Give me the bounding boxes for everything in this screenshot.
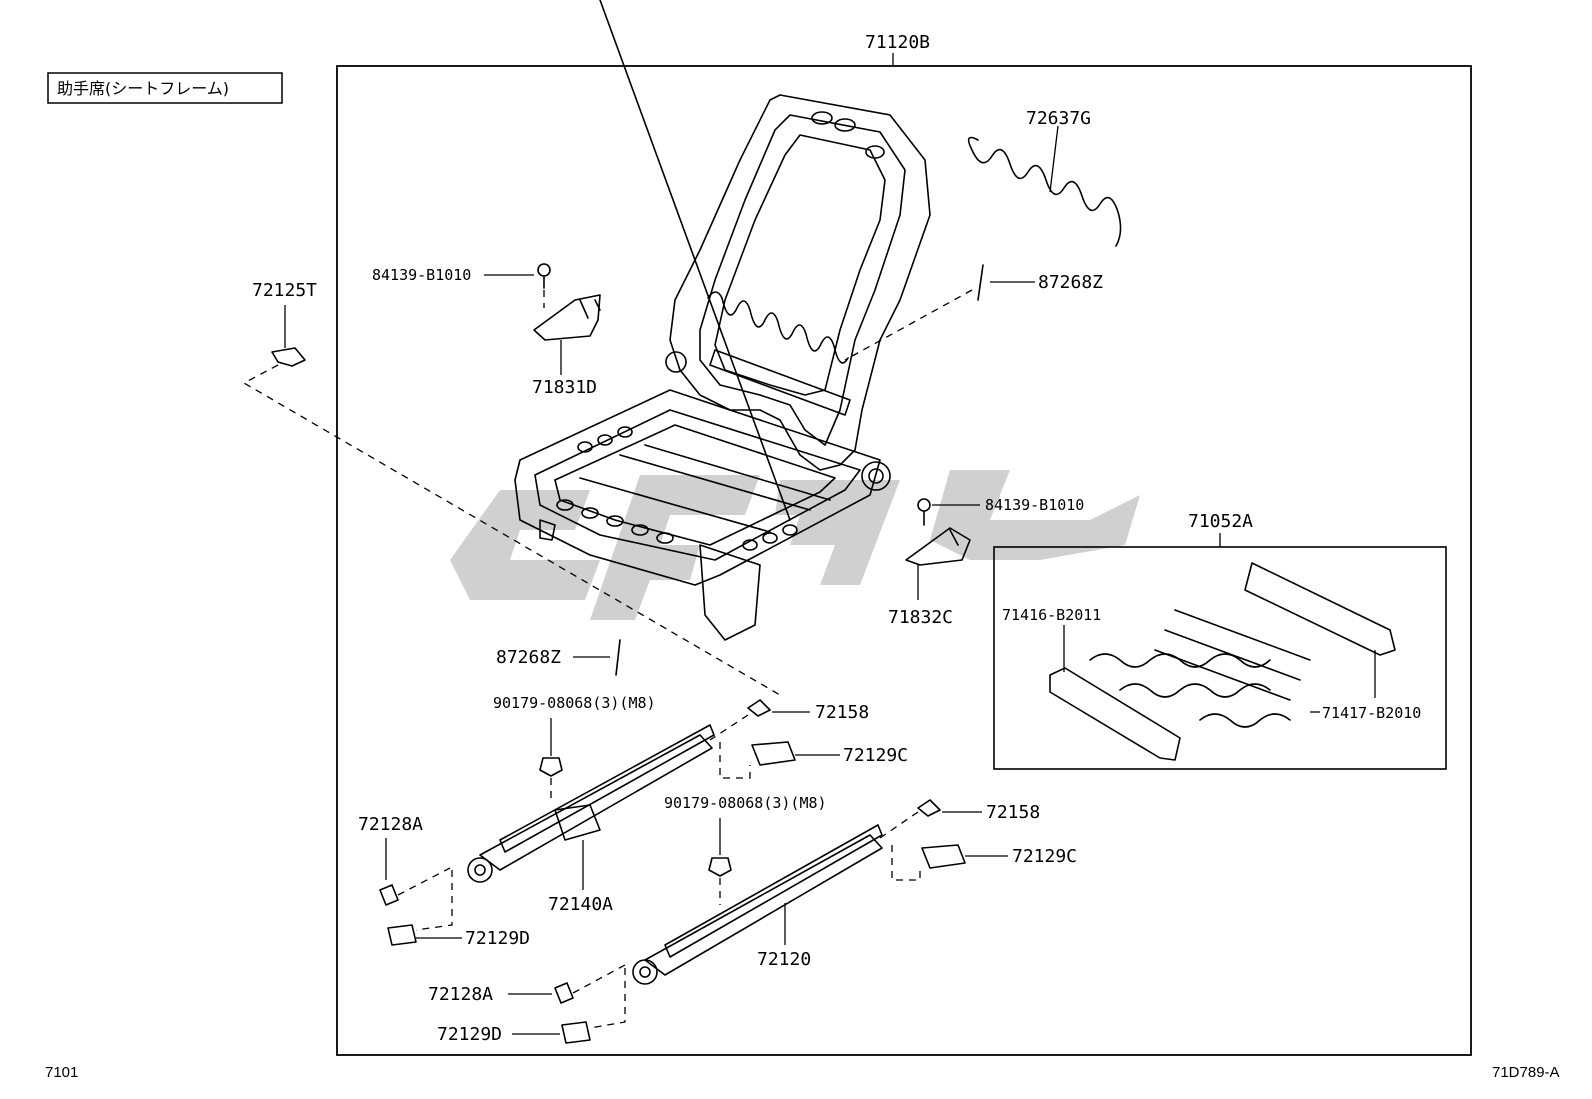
- label-71832C: 71832C: [888, 607, 953, 628]
- label-71416-B2011: 71416-B2011: [1002, 606, 1101, 624]
- part-72129D-left: [387, 924, 417, 946]
- label-72129D-bottom: 72129D: [437, 1024, 502, 1045]
- label-72129D-left: 72129D: [465, 928, 530, 949]
- label-72129C-bottom: 72129C: [1012, 846, 1077, 867]
- part-72128A-bottom: [554, 982, 574, 1004]
- subassembly-drawing: [1049, 562, 1396, 761]
- figure-code: 71D789-A: [1492, 1064, 1560, 1081]
- part-72140A: [467, 724, 715, 883]
- label-90179-left: 90179-08068(3)(M8): [493, 694, 656, 712]
- assembly-frame: [336, 65, 1472, 1056]
- subassembly-box: [993, 546, 1447, 770]
- label-72637G: 72637G: [1026, 108, 1091, 129]
- label-72128A-bottom: 72128A: [428, 984, 493, 1005]
- part-72158-top: [747, 699, 771, 717]
- part-71832C: [905, 527, 971, 566]
- label-72125T: 72125T: [252, 280, 317, 301]
- part-72128A-left: [379, 884, 399, 906]
- part-72120: [632, 824, 883, 985]
- page-code: 7101: [45, 1064, 78, 1081]
- part-72129C-bottom: [921, 844, 966, 869]
- label-71417-B2010: 71417-B2010: [1322, 704, 1421, 722]
- part-72129C-top: [751, 741, 796, 766]
- label-72128A-left: 72128A: [358, 814, 423, 835]
- part-87268Z-top: [977, 264, 984, 301]
- part-72129D-bottom: [561, 1021, 591, 1044]
- part-72637G: [967, 136, 1122, 247]
- label-72140A: 72140A: [548, 894, 613, 915]
- part-84139-top: [537, 263, 551, 289]
- part-72125T: [271, 347, 306, 367]
- label-71052A: 71052A: [1188, 511, 1253, 532]
- seat-frame-drawing: [514, 0, 931, 641]
- part-84139-mid: [917, 498, 931, 526]
- part-87268Z-bottom: [615, 639, 621, 676]
- part-90179-nut-right: [708, 857, 732, 877]
- part-71831D: [533, 294, 601, 341]
- label-87268Z-bottom: 87268Z: [496, 647, 561, 668]
- seat-label-box: [47, 72, 283, 104]
- label-72158-bottom: 72158: [986, 802, 1040, 823]
- label-main-assembly: 71120B: [865, 32, 930, 53]
- part-72158-bottom: [917, 799, 941, 817]
- label-84139-top: 84139-B1010: [372, 266, 471, 284]
- label-72120: 72120: [757, 949, 811, 970]
- label-72158-top: 72158: [815, 702, 869, 723]
- label-87268Z-top: 87268Z: [1038, 272, 1103, 293]
- label-84139-mid: 84139-B1010: [985, 496, 1084, 514]
- part-90179-nut-left: [539, 757, 563, 777]
- label-71831D: 71831D: [532, 377, 597, 398]
- label-72129C-top: 72129C: [843, 745, 908, 766]
- seat-label: 助手席(シートフレーム): [57, 79, 229, 98]
- label-90179-right: 90179-08068(3)(M8): [664, 794, 827, 812]
- watermark-logo: [450, 470, 1140, 620]
